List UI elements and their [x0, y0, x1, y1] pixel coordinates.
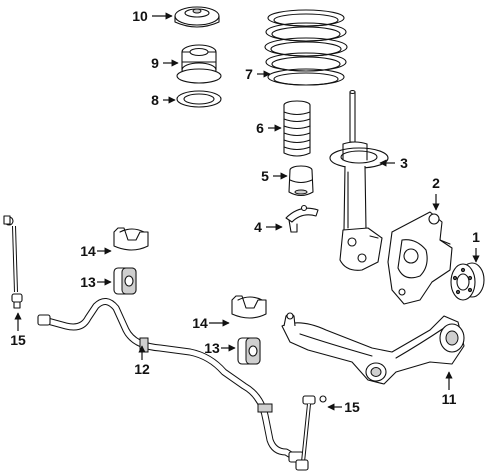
callout-7: 7 — [245, 66, 271, 82]
callout-number: 6 — [256, 120, 264, 136]
callout-number: 14 — [80, 243, 96, 259]
callout-1: 1 — [472, 229, 480, 263]
strut-assembly — [329, 89, 389, 271]
callout-number: 2 — [432, 175, 440, 191]
coil-spring — [264, 9, 348, 86]
callout-8: 8 — [151, 92, 176, 108]
callout-2: 2 — [432, 175, 440, 211]
stabilizer-bar — [37, 298, 304, 463]
callout-9: 9 — [151, 55, 179, 71]
callout-number: 15 — [10, 332, 26, 348]
callout-6: 6 — [256, 120, 282, 136]
stabilizer-bracket-left — [113, 227, 149, 251]
callout-13-left: 13 — [80, 274, 112, 290]
callout-15-right: 15 — [327, 399, 360, 415]
callout-number: 10 — [132, 8, 148, 24]
spring-seat-bracket — [285, 204, 319, 233]
lower-control-arm — [281, 312, 465, 385]
callout-10: 10 — [132, 8, 173, 24]
callout-3: 3 — [379, 155, 408, 171]
callout-number: 13 — [80, 274, 96, 290]
stabilizer-link-left — [3, 215, 23, 309]
bearing-ring — [176, 90, 222, 108]
stabilizer-bracket-right — [231, 295, 267, 319]
callout-number: 12 — [134, 361, 150, 377]
callout-14-left: 14 — [80, 243, 112, 259]
stabilizer-bushing-right — [237, 337, 261, 365]
callout-number: 4 — [254, 219, 262, 235]
callout-15-left: 15 — [10, 312, 26, 348]
callout-number: 14 — [192, 315, 208, 331]
callout-number: 8 — [151, 92, 159, 108]
strut-mount-bearing — [176, 44, 222, 84]
callout-number: 5 — [261, 168, 269, 184]
callout-4: 4 — [254, 219, 283, 235]
wheel-hub — [450, 262, 485, 301]
callout-5: 5 — [261, 168, 288, 184]
callout-13-right: 13 — [204, 340, 236, 356]
callout-number: 11 — [442, 391, 457, 407]
stabilizer-bushing-left — [113, 267, 137, 295]
stabilizer-link-right — [295, 395, 327, 471]
callout-number: 13 — [204, 340, 220, 356]
strut-mount-top-plate — [174, 6, 220, 28]
callout-12: 12 — [134, 345, 150, 377]
callout-number: 15 — [344, 399, 360, 415]
steering-knuckle — [387, 211, 453, 305]
callout-number: 7 — [245, 66, 253, 82]
callout-number: 9 — [151, 55, 159, 71]
callout-number: 1 — [472, 229, 480, 245]
callout-number: 3 — [400, 155, 408, 171]
bump-stop — [288, 165, 314, 197]
callout-11: 11 — [442, 371, 457, 407]
dust-boot — [283, 100, 311, 157]
callout-14-right: 14 — [192, 315, 230, 331]
